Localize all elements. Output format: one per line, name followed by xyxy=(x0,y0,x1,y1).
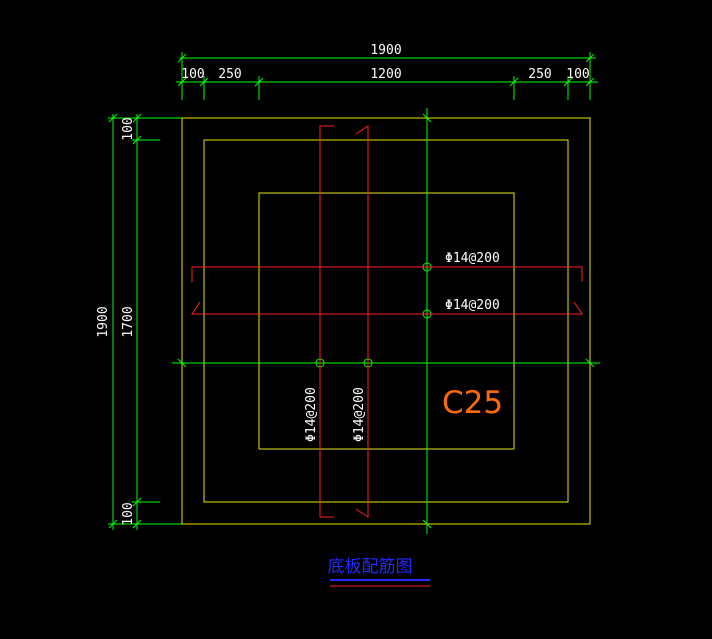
middle-step-outline xyxy=(203,139,569,503)
rebar-label-vertical-right: Φ14@200 xyxy=(352,387,367,442)
foundation-outlines xyxy=(181,117,591,525)
top-dimension-texts: 1900 100 250 1200 250 100 xyxy=(181,43,589,82)
rebar-labels: Φ14@200 Φ14@200 Φ14@200 Φ14@200 xyxy=(304,251,500,442)
top-segment-dimension: 100 xyxy=(566,67,589,82)
rebar-vertical-left xyxy=(319,125,334,518)
column-outline xyxy=(258,192,515,450)
rebar-label-horizontal-lower: Φ14@200 xyxy=(445,298,500,313)
top-segment-dimension: 250 xyxy=(218,67,241,82)
left-overall-dimension: 1900 xyxy=(96,306,111,337)
left-dimension-group xyxy=(108,113,182,530)
axis-lines xyxy=(172,108,600,534)
left-dimension-texts: 1900 100 1700 100 xyxy=(96,117,136,525)
left-segment-dimension: 100 xyxy=(121,502,136,525)
left-segment-dimension: 100 xyxy=(121,117,136,140)
left-segment-dimension: 1700 xyxy=(121,306,136,337)
outer-slab-outline xyxy=(181,117,591,525)
rebar-horizontal-lower xyxy=(191,301,583,315)
concrete-grade-label: C25 xyxy=(442,385,503,421)
rebar-label-horizontal-upper: Φ14@200 xyxy=(445,251,500,266)
rebar-horizontal-upper xyxy=(191,266,583,282)
top-segment-dimension: 100 xyxy=(181,67,204,82)
drawing-title: 底板配筋图 xyxy=(328,557,413,577)
top-segment-dimension: 1200 xyxy=(370,67,401,82)
rebar-vertical-right xyxy=(355,125,369,518)
top-dimension-group xyxy=(176,52,598,100)
top-segment-dimension: 250 xyxy=(528,67,551,82)
top-overall-dimension: 1900 xyxy=(370,43,401,58)
rebar-label-vertical-left: Φ14@200 xyxy=(304,387,319,442)
rebar-lines xyxy=(191,125,583,518)
